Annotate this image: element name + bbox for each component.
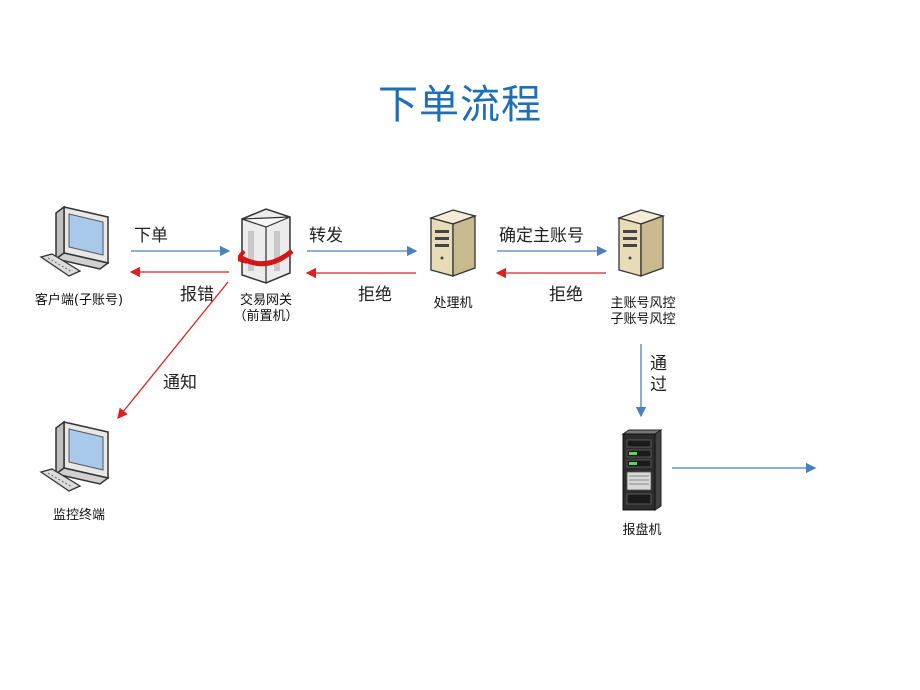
rack-server-icon <box>621 429 663 511</box>
risk-label-line1: 主账号风控 <box>610 296 676 311</box>
edge-label-notify: 通知 <box>163 373 197 393</box>
edge-label-report-error: 报错 <box>180 285 214 305</box>
edge-label-place-order: 下单 <box>134 226 168 246</box>
arrow-notify <box>117 281 229 420</box>
tower-server-icon <box>616 209 666 277</box>
gateway-node <box>234 207 298 291</box>
gateway-server-icon <box>234 208 294 284</box>
page-title: 下单流程 <box>378 82 542 128</box>
processor-node <box>425 208 481 284</box>
client-label: 客户端(子账号) <box>34 293 124 308</box>
gateway-label-line1: 交易网关 <box>239 293 292 308</box>
edge-label-confirm-main-account: 确定主账号 <box>499 226 584 246</box>
desktop-computer-icon <box>39 205 110 277</box>
edge-label-reject-2: 拒绝 <box>549 285 583 305</box>
edge-label-pass-line2: 过 <box>650 375 667 395</box>
monitor-terminal-node <box>36 420 116 499</box>
edge-label-forward: 转发 <box>309 226 343 246</box>
report-machine-node <box>619 428 665 516</box>
risk-label-line2: 子账号风控 <box>610 312 676 327</box>
monitor-label: 监控终端 <box>52 508 105 523</box>
risk-control-node <box>613 208 669 284</box>
edge-label-pass-line1: 通 <box>650 354 667 374</box>
client-computer-node <box>36 205 116 284</box>
processor-label: 处理机 <box>433 296 473 311</box>
report-label: 报盘机 <box>622 523 662 538</box>
edge-label-reject-1: 拒绝 <box>358 285 392 305</box>
desktop-computer-icon <box>39 420 110 492</box>
tower-server-icon <box>428 209 478 277</box>
gateway-label-line2: （前置机） <box>233 309 299 324</box>
